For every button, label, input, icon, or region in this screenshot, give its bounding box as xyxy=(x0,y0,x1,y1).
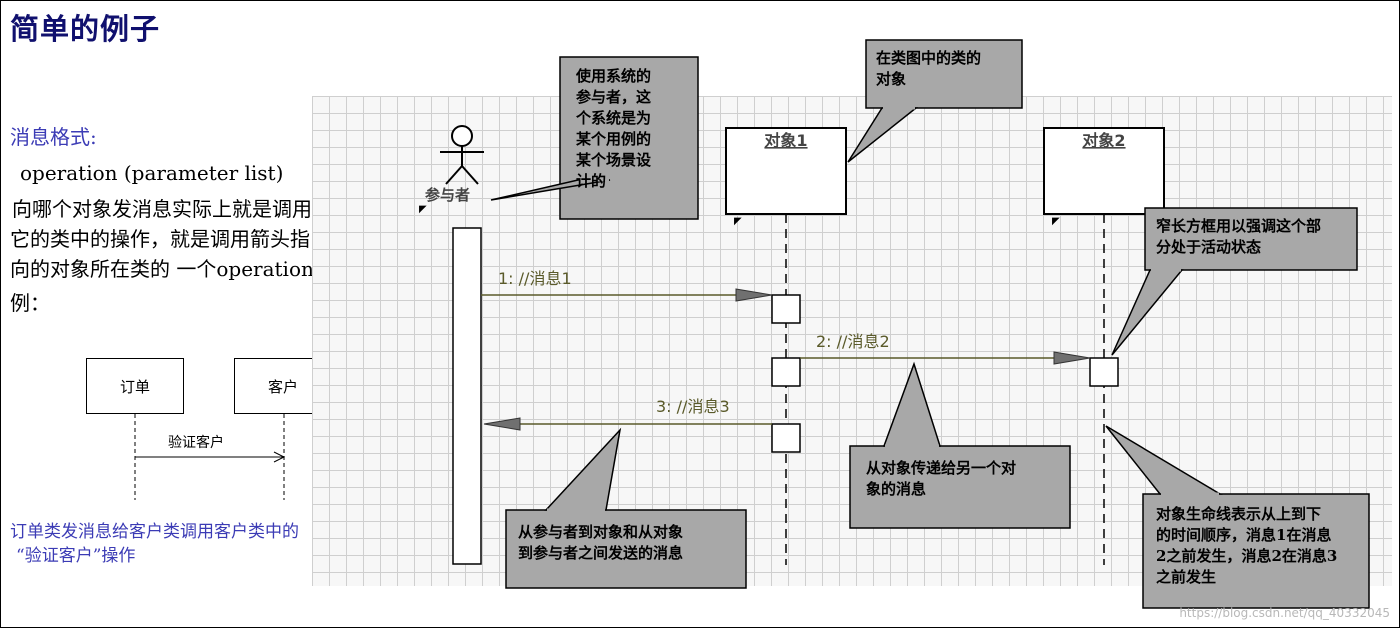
lifeline-note-text: 对象生命线表示从上到下 的时间顺序，消息1在消息 2之前发生，消息2在消息3 之… xyxy=(1156,504,1337,588)
lifeline-note-line-4: 之前发生 xyxy=(1156,568,1217,586)
object1-label: 对象1 xyxy=(764,131,807,150)
mini-box-order: 订单 xyxy=(86,358,184,414)
actor-msg-note-text: 从参与者到对象和从对象 到参与者之间发送的消息 xyxy=(518,522,683,564)
message2-label: 2: //消息2 xyxy=(816,332,890,351)
message-format-heading: 消息格式: xyxy=(10,125,97,149)
message1-label: 1: //消息1 xyxy=(498,269,572,288)
object1-box xyxy=(725,127,847,215)
operation-format: operation (parameter list) xyxy=(20,161,284,185)
message-note-text: 从对象传递给另一个对 象的消息 xyxy=(866,458,1016,500)
object2-box xyxy=(1043,127,1165,215)
callout-activation-note xyxy=(1111,207,1358,356)
actor-note-text: 使用系统的 参与者，这 个系统是为 某个用例的 某个场景设 计的 xyxy=(576,66,651,192)
desc-line-2: 它的类中的操作，就是调用箭头指 xyxy=(10,227,310,251)
page-title: 简单的例子 xyxy=(10,12,161,46)
message2-arrowhead xyxy=(1053,351,1091,365)
message3-arrowhead xyxy=(483,417,521,431)
actor-label: 参与者 xyxy=(425,186,470,204)
watermark: https://blog.csdn.net/qq_40332045 xyxy=(1179,606,1390,620)
activation-note-line-2: 分处于活动状态 xyxy=(1156,238,1262,256)
object1-activation-2 xyxy=(771,357,801,387)
actor-corner-mark: ◤ xyxy=(419,204,427,215)
object-note-line-2: 对象 xyxy=(876,70,907,88)
lifeline-note-line-2: 的时间顺序，消息1在消息 xyxy=(1156,526,1332,544)
object1-corner-mark: ◤ xyxy=(734,216,742,227)
actor-msg-note-line-1: 从参与者到对象和从对象 xyxy=(518,523,684,541)
mini-arrowhead xyxy=(273,451,286,463)
caption-line-2: “验证客户”操作 xyxy=(16,546,136,566)
desc-line-3: 向的对象所在类的 一个operation。 xyxy=(10,257,334,281)
lifeline-note-line-1: 对象生命线表示从上到下 xyxy=(1156,505,1322,523)
actor-note-line-3: 个系统是为 xyxy=(576,109,652,127)
message-note-line-1: 从对象传递给另一个对 xyxy=(866,459,1017,477)
object1-activation-3 xyxy=(771,423,801,453)
lifeline-note-line-3: 2之前发生，消息2在消息3 xyxy=(1156,547,1338,565)
desc-line-1: 向哪个对象发消息实际上就是调用 xyxy=(12,197,312,221)
message1-arrowhead xyxy=(735,288,773,302)
callout-object-note xyxy=(847,39,1023,163)
actor-note-line-5: 某个场景设 xyxy=(576,151,652,169)
callout-lifeline-note xyxy=(1105,425,1370,609)
actor-note-line-6: 计的 xyxy=(576,172,607,190)
actor-activation-bar xyxy=(452,227,482,565)
callout-message-note xyxy=(849,361,1071,529)
activation-note-text: 窄长方框用以强调这个部 分处于活动状态 xyxy=(1156,216,1321,258)
caption-line-1: 订单类发消息给客户类调用客户类中的 xyxy=(10,522,299,542)
message3-label: 3: //消息3 xyxy=(656,397,730,416)
object-note-line-1: 在类图中的类的 xyxy=(876,49,982,67)
actor-note-line-1: 使用系统的 xyxy=(576,67,652,85)
message-note-line-2: 象的消息 xyxy=(866,480,927,498)
callout-actor-msg-note xyxy=(505,427,747,589)
actor-note-line-4: 某个用例的 xyxy=(576,130,652,148)
actor-note-line-2: 参与者，这 xyxy=(576,88,652,106)
object2-label: 对象2 xyxy=(1082,131,1125,150)
object2-activation xyxy=(1089,357,1119,387)
object1-activation-1 xyxy=(771,294,801,324)
mini-message-label: 验证客户 xyxy=(168,435,224,451)
object2-corner-mark: ◤ xyxy=(1052,216,1060,227)
activation-note-line-1: 窄长方框用以强调这个部 xyxy=(1156,217,1322,235)
object-note-text: 在类图中的类的 对象 xyxy=(876,48,981,90)
actor-figure xyxy=(440,125,484,185)
callout-actor-note xyxy=(490,56,699,220)
actor-msg-note-line-2: 到参与者之间发送的消息 xyxy=(518,544,684,562)
mini-diagram-svg xyxy=(134,414,286,500)
example-label: 例： xyxy=(10,291,50,315)
